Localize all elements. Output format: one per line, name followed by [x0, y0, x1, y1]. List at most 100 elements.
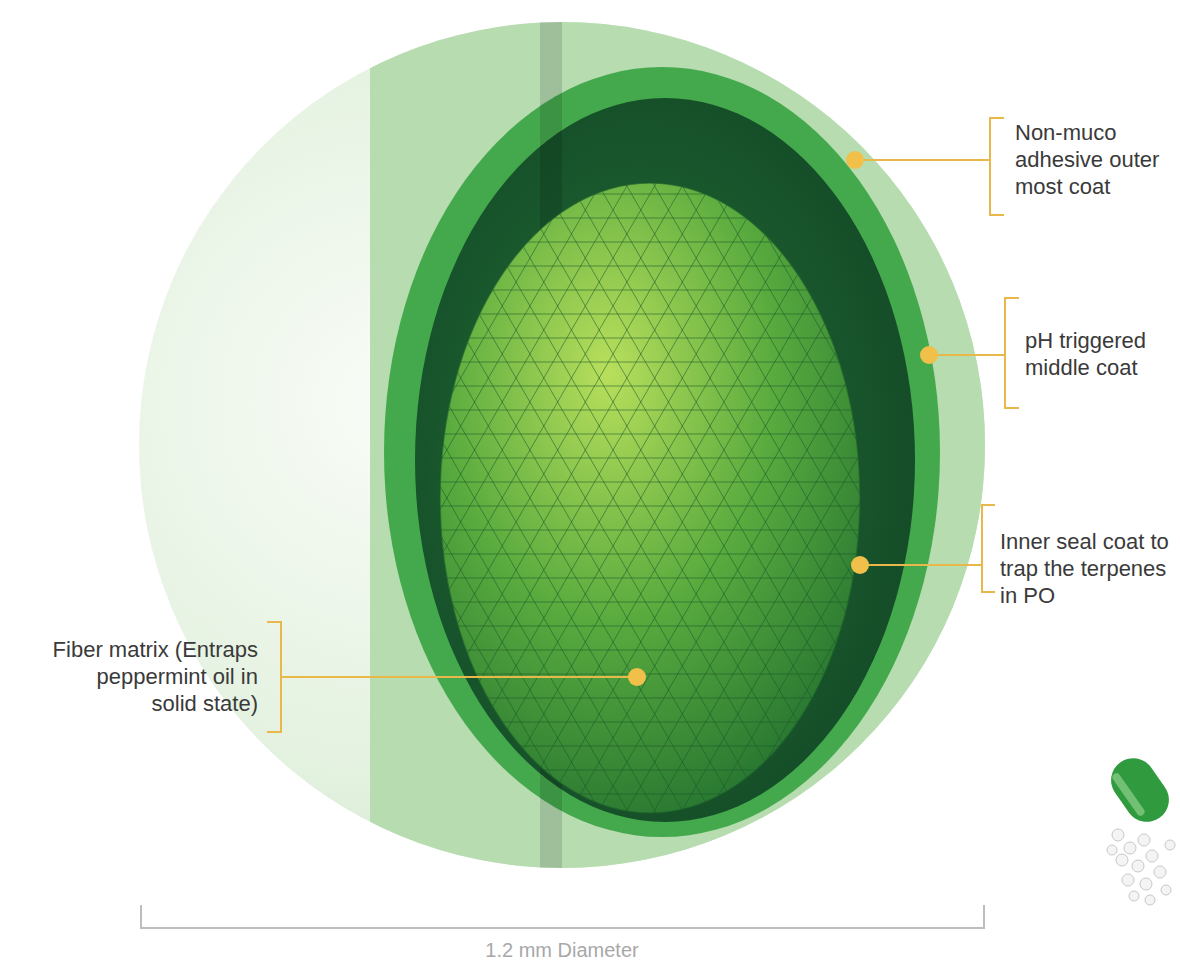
mesh-line	[402, 124, 802, 817]
mesh-line	[131, 0, 531, 660]
beads	[1107, 829, 1175, 905]
capsule-highlight	[1111, 772, 1146, 818]
mesh-line	[651, 268, 1051, 961]
mesh-line	[776, 0, 1176, 656]
mesh-line	[250, 314, 1050, 315]
fiber-matrix-core	[440, 183, 860, 813]
mesh-line	[609, 244, 1009, 937]
mesh-line	[630, 256, 1030, 949]
mesh-line	[298, 240, 698, 933]
mesh-line	[250, 842, 1050, 843]
leader-lines	[267, 118, 1019, 732]
callout-label: Inner seal coat to trap the terpenes in …	[1000, 528, 1176, 609]
mesh-line	[568, 84, 968, 777]
mesh-line	[339, 216, 739, 909]
mesh-line	[277, 52, 677, 745]
mesh-line	[422, 136, 822, 829]
mesh-line	[776, 340, 1176, 969]
mesh-line	[111, 0, 511, 648]
leader-line	[929, 354, 1005, 356]
mesh-line	[250, 554, 1050, 555]
callout-dot	[920, 346, 938, 364]
mesh-line	[250, 698, 1050, 699]
mesh-line	[402, 180, 802, 873]
leader-line	[860, 564, 982, 566]
mesh-line	[796, 352, 1180, 969]
capsule	[1102, 750, 1177, 831]
mesh-line	[250, 146, 1050, 147]
mesh-line	[360, 204, 760, 897]
mesh-line	[173, 0, 573, 684]
mesh-line	[505, 120, 905, 813]
mesh-line	[672, 280, 1072, 969]
mesh-line	[443, 148, 843, 841]
mesh-line	[250, 818, 1050, 819]
core-outline	[440, 183, 860, 813]
mesh-line	[214, 16, 614, 709]
mesh-line	[318, 76, 718, 769]
mesh-line	[250, 746, 1050, 747]
bracket	[267, 622, 281, 732]
mesh-line	[422, 168, 822, 861]
mesh-line	[250, 266, 1050, 267]
mesh-line	[360, 100, 760, 793]
mesh-line	[651, 36, 1051, 729]
mesh-line	[589, 72, 989, 765]
mesh-line	[250, 458, 1050, 459]
mesh-line	[250, 506, 1050, 507]
mesh-line	[277, 252, 677, 945]
mesh-line	[318, 228, 718, 921]
mesh-line	[250, 890, 1050, 891]
mesh-line	[505, 184, 905, 877]
mesh-line	[796, 0, 1180, 644]
mesh-line	[250, 218, 1050, 219]
callout-label: Fiber matrix (Entraps peppermint oil in …	[52, 636, 258, 717]
mesh-line	[235, 276, 635, 969]
mesh-line	[194, 300, 594, 969]
mesh-line	[250, 866, 1050, 867]
capsule-picture	[1102, 750, 1177, 905]
mesh-line	[547, 96, 947, 789]
callout-dots	[628, 151, 938, 686]
bracket	[990, 118, 1004, 215]
mesh-line	[194, 4, 594, 697]
mesh-line	[672, 24, 1072, 717]
mesh-line	[250, 170, 1050, 171]
mesh-line	[152, 0, 552, 672]
mesh-line	[256, 264, 656, 957]
callout-label: pH triggered middle coat	[1025, 327, 1175, 381]
mesh-line	[526, 108, 926, 801]
mesh-line	[381, 192, 781, 885]
mesh-line	[755, 328, 1155, 969]
mesh-line	[589, 232, 989, 925]
leader-line	[281, 676, 637, 678]
mesh-line	[298, 64, 698, 757]
mesh-line	[250, 602, 1050, 603]
mesh-line	[464, 160, 864, 853]
callout-dot	[846, 151, 864, 169]
bracket	[982, 505, 995, 592]
mesh-line	[734, 316, 1134, 969]
mesh-line	[630, 48, 1030, 741]
mesh-line	[526, 196, 926, 889]
mesh-line	[250, 650, 1050, 651]
leader-line	[855, 159, 990, 161]
mesh-line	[250, 794, 1050, 795]
mesh-line	[381, 112, 781, 805]
mesh-line	[250, 98, 1050, 99]
fiber-mesh	[111, 0, 1180, 969]
outer-coat-cut	[370, 0, 1070, 969]
mesh-line	[609, 60, 1009, 753]
dimension-label: 1.2 mm Diameter	[412, 937, 712, 964]
mesh-line	[713, 304, 1113, 969]
callout-dot	[851, 556, 869, 574]
mesh-line	[485, 132, 885, 825]
callout-dot	[628, 668, 646, 686]
mesh-line	[250, 410, 1050, 411]
mesh-line	[485, 172, 885, 865]
mesh-line	[256, 40, 656, 733]
mesh-line	[235, 28, 635, 721]
mesh-line	[214, 288, 614, 969]
